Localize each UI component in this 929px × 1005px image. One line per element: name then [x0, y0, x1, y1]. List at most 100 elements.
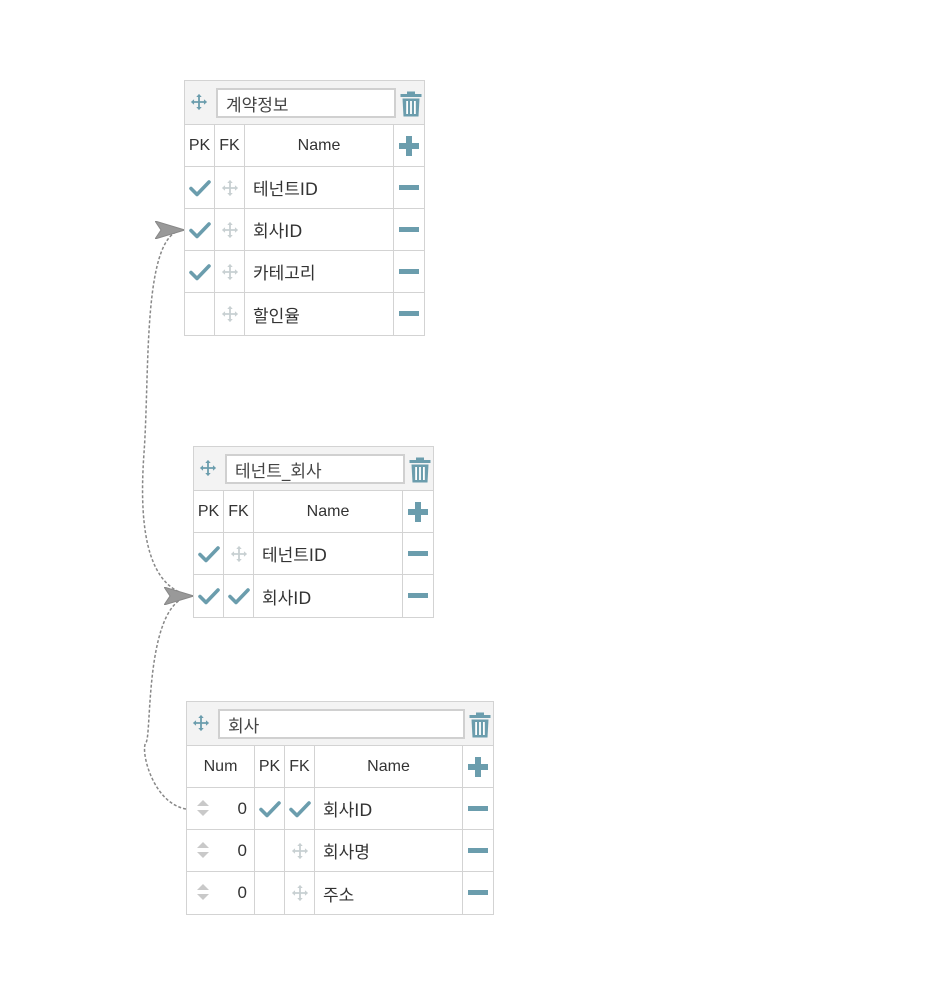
- field-name-cell[interactable]: 회사ID: [245, 209, 394, 250]
- field-name: 주소: [323, 885, 355, 906]
- table-name-input[interactable]: [225, 454, 405, 484]
- pk-check-icon[interactable]: [188, 179, 211, 197]
- minus-icon[interactable]: [399, 311, 419, 317]
- delete-table-icon[interactable]: [469, 712, 491, 738]
- entity-header: [185, 81, 424, 125]
- minus-icon[interactable]: [468, 805, 488, 812]
- pk-check-icon[interactable]: [197, 545, 220, 563]
- num-cell: 0: [187, 788, 255, 829]
- fk-toggle[interactable]: [224, 575, 254, 617]
- field-name: 테넌트ID: [262, 546, 328, 566]
- name-column-header: Name: [315, 746, 463, 787]
- pk-check-icon[interactable]: [258, 800, 281, 818]
- move-handle-icon[interactable]: [192, 714, 210, 732]
- plus-icon[interactable]: [407, 501, 429, 523]
- pk-toggle[interactable]: [185, 251, 215, 292]
- delete-table-icon[interactable]: [409, 457, 431, 483]
- field-name: 할인율: [253, 306, 300, 327]
- fk-toggle[interactable]: [215, 209, 245, 250]
- pk-check-icon[interactable]: [197, 587, 220, 605]
- field-name-cell[interactable]: 할인율: [245, 293, 394, 335]
- pk-toggle[interactable]: [194, 575, 224, 617]
- remove-field-button[interactable]: [403, 533, 433, 574]
- fk-check-icon[interactable]: [288, 800, 311, 818]
- remove-field-button[interactable]: [394, 293, 424, 335]
- remove-field-button[interactable]: [403, 575, 433, 617]
- field-row: 할인율: [185, 293, 424, 335]
- drag-link-icon[interactable]: [221, 179, 239, 197]
- fk-toggle[interactable]: [285, 788, 315, 829]
- field-name-cell[interactable]: 카테고리: [245, 251, 394, 292]
- field-name-cell[interactable]: 테넌트ID: [245, 167, 394, 208]
- minus-icon[interactable]: [399, 226, 419, 233]
- num-cell: 0: [187, 830, 255, 871]
- fk-toggle[interactable]: [285, 830, 315, 871]
- fk-check-icon[interactable]: [227, 587, 250, 605]
- field-name-cell[interactable]: 테넌트ID: [254, 533, 403, 574]
- move-handle-icon[interactable]: [190, 93, 208, 111]
- pk-toggle[interactable]: [255, 830, 285, 871]
- drag-link-icon[interactable]: [221, 305, 239, 323]
- minus-icon[interactable]: [408, 550, 428, 557]
- drag-link-icon[interactable]: [291, 842, 309, 860]
- fk-toggle[interactable]: [224, 533, 254, 574]
- field-row: 카테고리: [185, 251, 424, 293]
- remove-field-button[interactable]: [394, 167, 424, 208]
- minus-icon[interactable]: [468, 847, 488, 854]
- field-name-cell[interactable]: 회사명: [315, 830, 463, 871]
- minus-icon[interactable]: [399, 268, 419, 275]
- sort-arrows-icon[interactable]: [196, 799, 210, 817]
- fk-toggle[interactable]: [285, 872, 315, 914]
- name-column-header: Name: [245, 125, 394, 166]
- sort-arrows-icon[interactable]: [196, 841, 210, 859]
- field-name: 회사ID: [262, 588, 312, 609]
- sort-arrows-icon[interactable]: [196, 883, 210, 901]
- pk-toggle[interactable]: [255, 788, 285, 829]
- field-name-cell[interactable]: 주소: [315, 872, 463, 914]
- minus-icon[interactable]: [399, 184, 419, 191]
- add-field-button[interactable]: [403, 491, 433, 532]
- table-name-input[interactable]: [218, 709, 465, 739]
- remove-field-button[interactable]: [394, 209, 424, 250]
- pk-toggle[interactable]: [185, 293, 215, 335]
- field-row: 테넌트ID: [194, 533, 433, 575]
- fk-toggle[interactable]: [215, 167, 245, 208]
- drag-link-icon[interactable]: [230, 545, 248, 563]
- remove-field-button[interactable]: [463, 788, 493, 829]
- pk-toggle[interactable]: [255, 872, 285, 914]
- remove-field-button[interactable]: [463, 872, 493, 914]
- fk-toggle[interactable]: [215, 293, 245, 335]
- field-row: 0 회사ID: [187, 788, 493, 830]
- fk-column-header: FK: [285, 746, 315, 787]
- delete-table-icon[interactable]: [400, 91, 422, 117]
- field-name-cell[interactable]: 회사ID: [254, 575, 403, 617]
- pk-check-icon[interactable]: [188, 263, 211, 281]
- fk-toggle[interactable]: [215, 251, 245, 292]
- pk-toggle[interactable]: [194, 533, 224, 574]
- drag-link-icon[interactable]: [221, 263, 239, 281]
- pk-toggle[interactable]: [185, 209, 215, 250]
- minus-icon[interactable]: [468, 890, 488, 896]
- drag-link-icon[interactable]: [221, 221, 239, 239]
- move-handle-icon[interactable]: [199, 459, 217, 477]
- pk-toggle[interactable]: [185, 167, 215, 208]
- remove-field-button[interactable]: [394, 251, 424, 292]
- drag-link-icon[interactable]: [291, 884, 309, 902]
- num-column-header: Num: [187, 746, 255, 787]
- field-name: 회사ID: [253, 222, 303, 242]
- table-name-input[interactable]: [216, 88, 396, 118]
- name-column-header: Name: [254, 491, 403, 532]
- plus-icon[interactable]: [467, 756, 489, 778]
- add-field-button[interactable]: [394, 125, 424, 166]
- field-name-cell[interactable]: 회사ID: [315, 788, 463, 829]
- add-field-button[interactable]: [463, 746, 493, 787]
- num-cell: 0: [187, 872, 255, 914]
- plus-icon[interactable]: [398, 135, 420, 157]
- minus-icon[interactable]: [408, 593, 428, 599]
- remove-field-button[interactable]: [463, 830, 493, 871]
- pk-check-icon[interactable]: [188, 221, 211, 239]
